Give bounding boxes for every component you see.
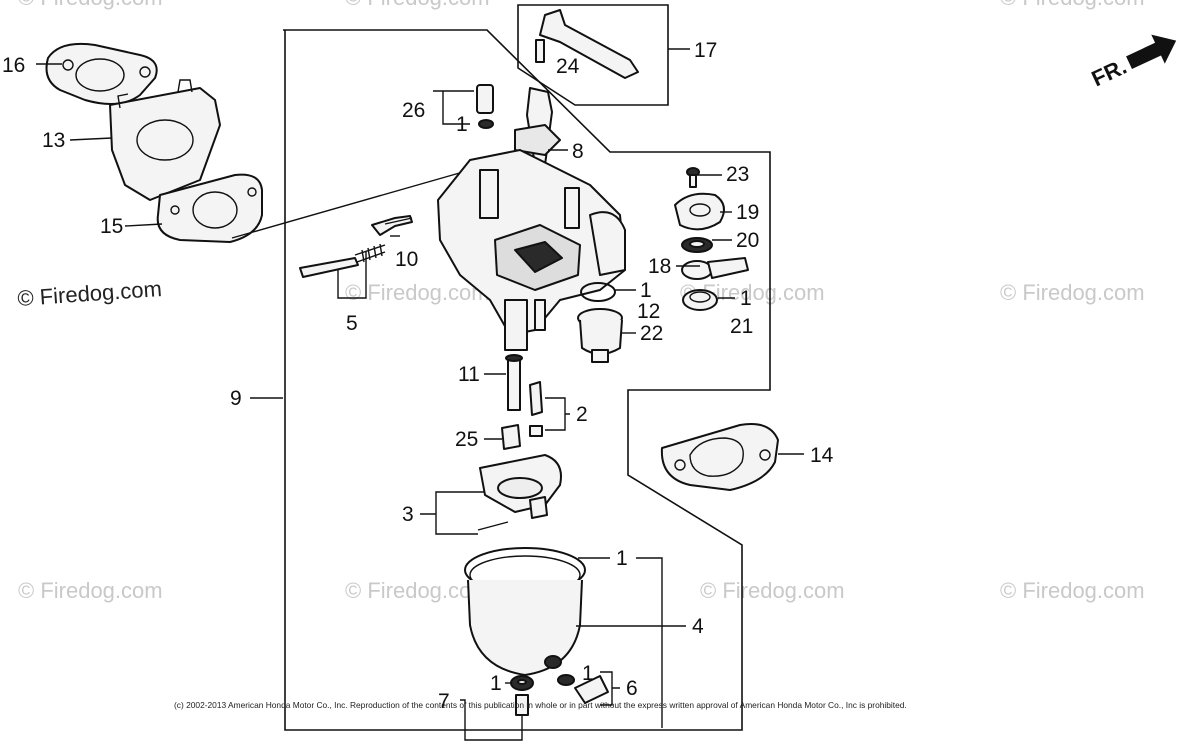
insulator-13 [109,79,221,201]
arrow-icon [1126,34,1177,70]
pilot-screw-5 [299,243,386,278]
cover-19 [674,192,725,231]
cup-22 [577,308,623,363]
watermark: © Firedog.com [345,0,490,10]
callout-4: 4 [692,615,704,638]
callout-21: 21 [730,315,753,338]
front-direction-indicator: FR. [1088,34,1177,92]
gasket-16 [45,42,158,105]
callout-14: 14 [810,444,834,467]
callout-1-washer: 1 [490,672,502,695]
callout-15: 15 [100,215,123,238]
watermark: © Firedog.com [700,578,845,603]
leader-1-4-bracket [578,557,663,728]
carburetor-body [437,149,626,351]
leader-13 [69,137,113,141]
callout-layer: 16 13 15 26 1 8 17 24 10 5 23 19 20 18 1… [2,39,834,713]
watermark: © Firedog.com [345,578,490,603]
callout-1-mid: 1 [640,279,652,302]
main-nozzle-11 [505,354,523,411]
direction-label: FR. [1088,54,1131,92]
drain-screw-6 [557,674,609,704]
callout-6: 6 [626,677,638,700]
callout-10: 10 [395,248,418,271]
callout-5: 5 [346,312,358,335]
leader-7 [460,699,523,741]
callout-25: 25 [455,428,478,451]
screw-23 [686,167,700,188]
lever-18 [681,257,749,280]
leader-15 [124,223,163,227]
float-chamber-4 [464,547,586,676]
gasket-14 [660,423,779,491]
o-ring-12 [580,282,616,302]
watermark: © Firedog.com [1000,280,1145,305]
watermark: © Firedog.com [1000,578,1145,603]
leader-15-to-body [231,169,471,239]
callout-12: 12 [637,300,660,323]
callout-2: 2 [576,403,588,426]
callout-26: 26 [402,99,425,122]
seal-20 [681,237,713,253]
callout-16: 16 [2,54,25,77]
leader-6 [600,671,620,706]
choke-lever-box [517,4,669,106]
callout-11: 11 [458,363,480,386]
callout-8: 8 [572,140,584,163]
choke-lever-17 [535,9,639,79]
callout-18: 18 [648,255,671,278]
main-jet-25 [501,424,521,450]
callout-24: 24 [556,55,580,78]
callout-22: 22 [640,322,663,345]
copyright-notice: (c) 2002-2013 American Honda Motor Co., … [174,700,907,710]
callout-1-right: 1 [740,287,752,310]
callout-9: 9 [230,387,242,410]
float-needle-2 [529,381,543,437]
callout-1-screw: 1 [582,662,594,685]
screw-10 [371,215,413,236]
watermark: © Firedog.com [345,280,490,305]
screw-26 [476,84,494,129]
watermark: © Firedog.com [18,0,163,10]
watermark: © Firedog.com [1000,0,1145,10]
watermark-dark: © Firedog.com [17,276,163,311]
float-3 [477,454,562,531]
watermark-layer: © Firedog.com © Firedog.com © Firedog.co… [18,0,1145,603]
callout-23: 23 [726,163,749,186]
callout-13: 13 [42,129,65,152]
callout-3: 3 [402,503,414,526]
leader-5 [337,252,367,299]
leader-26-1 [433,90,474,125]
filter-21 [682,289,718,311]
watermark: © Firedog.com [18,578,163,603]
callout-7: 7 [438,690,450,713]
leader-3 [420,491,484,535]
callout-20: 20 [736,229,759,252]
callout-19: 19 [736,201,759,224]
callout-1-top: 1 [456,113,468,136]
callout-17: 17 [694,39,717,62]
callout-1-chamber: 1 [616,547,628,570]
washer-1-bottom [510,675,534,691]
leader-2 [545,397,570,431]
carburetor-assembly-outline [283,29,771,731]
throttle-lever-8 [514,87,561,166]
